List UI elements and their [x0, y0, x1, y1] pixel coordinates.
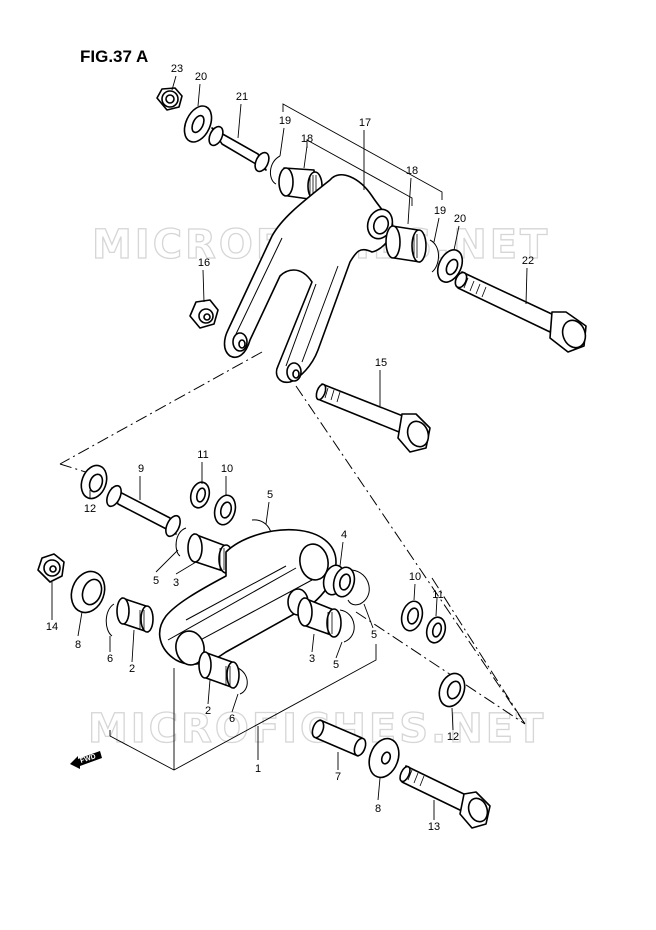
part-14-nut	[37, 553, 65, 583]
part-22-bolt	[454, 271, 587, 353]
callout-13: 13	[428, 821, 440, 833]
part-4-spacer	[322, 564, 356, 598]
part-13-bolt	[399, 765, 491, 829]
callout-2-left: 2	[129, 663, 135, 675]
fwd-arrow-icon: FWD	[70, 751, 102, 769]
callout-5-top: 5	[267, 489, 273, 501]
callout-11-top: 11	[197, 449, 208, 461]
callout-19-left: 19	[279, 115, 291, 127]
part-10-bearing-right	[400, 600, 424, 632]
part-20-washer-left	[183, 105, 213, 143]
callout-17: 17	[359, 117, 371, 129]
callout-5-right: 5	[371, 629, 377, 641]
callout-1: 1	[255, 763, 261, 775]
part-8-washer-lower	[368, 737, 400, 779]
part-2-bearing-left	[116, 597, 154, 633]
svg-text:FWD: FWD	[79, 753, 96, 765]
part-19-circlip-right	[429, 239, 439, 273]
callout-18-left: 18	[301, 133, 313, 145]
callout-3-right: 3	[309, 653, 315, 665]
bracket-18	[306, 139, 413, 206]
callout-7: 7	[335, 771, 341, 783]
callout-5-lower: 5	[333, 659, 339, 671]
part-2-bearing-lower	[198, 651, 240, 689]
callout-6-lower: 6	[229, 713, 235, 725]
part-5-circlip-right	[347, 569, 370, 606]
part-8-washer-left	[70, 570, 106, 614]
callout-10-top: 10	[221, 463, 233, 475]
part-12-seal-left	[80, 464, 108, 500]
part-10-bearing-top	[213, 494, 237, 526]
callout-19-right: 19	[434, 205, 446, 217]
part-12-seal-right	[438, 672, 466, 708]
part-23-nut	[156, 87, 183, 111]
callout-8-left: 8	[75, 639, 81, 651]
part-6-circlip-left	[105, 603, 115, 637]
part-5-circlip-left	[175, 527, 187, 557]
part-18-bearing-right	[385, 225, 427, 263]
phantom-line-right-arm	[431, 577, 526, 725]
phantom-line-right-low	[355, 611, 526, 725]
callout-18-right: 18	[406, 165, 418, 177]
callout-9: 9	[138, 463, 144, 475]
callout-11-right: 11	[432, 589, 443, 601]
bracket-17	[282, 103, 443, 200]
part-6-circlip-lower	[237, 667, 248, 695]
part-16-nut	[189, 299, 219, 329]
callout-2-lower: 2	[205, 705, 211, 717]
callout-6-left: 6	[107, 653, 113, 665]
part-3-bearing-right	[297, 597, 342, 638]
part-7-collar	[311, 719, 367, 757]
callout-12-left: 12	[84, 503, 96, 515]
callout-21: 21	[236, 91, 248, 103]
callout-5-left: 5	[153, 575, 159, 587]
figure-title: FIG.37 A	[80, 47, 148, 66]
callout-4: 4	[341, 529, 347, 541]
callout-12-right: 12	[447, 731, 459, 743]
part-11-seal-top	[189, 481, 211, 509]
part-1-cushion-lever	[158, 528, 337, 666]
callout-20-left: 20	[195, 71, 207, 83]
callout-23: 23	[171, 63, 183, 75]
part-9-collar	[106, 484, 181, 538]
callout-15: 15	[375, 357, 387, 369]
callout-20-right: 20	[454, 213, 466, 225]
bracket-1	[109, 644, 377, 771]
part-19-circlip-left	[270, 155, 281, 185]
callout-3-left: 3	[173, 577, 179, 589]
callout-labels: 23 20 21 19 18 17 18 19 20 22 16 15 9 12…	[46, 63, 534, 833]
part-20-washer-right	[436, 249, 464, 283]
callout-8-lower: 8	[375, 803, 381, 815]
part-5-circlip-lower	[339, 609, 355, 643]
part-17-link	[223, 174, 394, 384]
phantom-line-left	[59, 351, 263, 465]
callout-22: 22	[522, 255, 534, 267]
callout-16: 16	[198, 257, 210, 269]
callout-10-right: 10	[409, 571, 421, 583]
leader-lines	[51, 75, 528, 820]
callout-14: 14	[46, 621, 58, 633]
part-15-bolt	[315, 383, 431, 453]
phantom-line-right	[295, 385, 526, 725]
part-11-seal-right	[425, 616, 447, 644]
part-21-collar	[208, 125, 270, 173]
